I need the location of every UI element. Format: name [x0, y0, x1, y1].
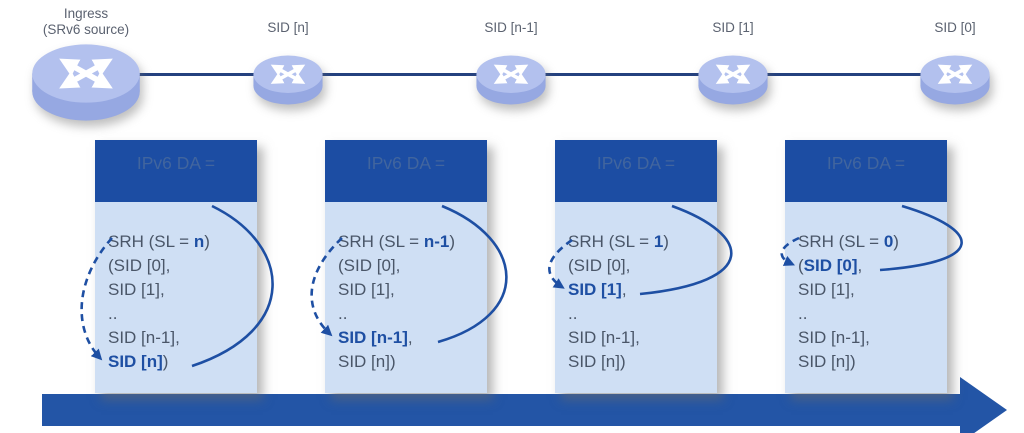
- packet-line: SID [n-1],: [798, 326, 941, 350]
- router-label-line: SID [n-1]: [484, 20, 538, 35]
- packet-line: SID [1],: [108, 278, 251, 302]
- packet-line: SID [1],: [798, 278, 941, 302]
- packet-line: SID [n]): [338, 350, 481, 374]
- router-icon: [252, 54, 324, 106]
- packet-line: SID [n]): [798, 350, 941, 374]
- packet-line: SID [n-1],: [108, 326, 251, 350]
- packet-text-segment: (: [798, 256, 804, 275]
- packet-text-segment: ..: [798, 304, 808, 323]
- packet-box: IPv6 DA = SRH (SL = 0)(SID [0],SID [1],.…: [785, 140, 947, 393]
- packet-line: SRH (SL = n-1): [338, 230, 481, 254]
- packet-line: ..: [338, 302, 481, 326]
- packet-text-segment: SRH (SL =: [568, 232, 654, 251]
- packet-line: ..: [798, 302, 941, 326]
- packet-line: SID [1],: [338, 278, 481, 302]
- packet-text-segment: ): [893, 232, 899, 251]
- router-label-line: (SRv6 source): [42, 22, 130, 37]
- active-sid-segment: SID [1]: [568, 280, 622, 299]
- router-icon: [475, 54, 547, 106]
- packet-text-segment: SRH (SL =: [798, 232, 884, 251]
- packet-text-segment: SID [n-1],: [798, 328, 870, 347]
- packet-line: (SID [0],: [338, 254, 481, 278]
- router-label: SID [n]: [203, 20, 373, 36]
- router-label: SID [1]: [648, 20, 818, 36]
- packet-text-segment: SID [1],: [108, 280, 165, 299]
- packet-line: SRH (SL = 1): [568, 230, 711, 254]
- packet-text-segment: ..: [338, 304, 348, 323]
- router-label: SID [0]: [870, 20, 1024, 36]
- packet-line: SRH (SL = n): [108, 230, 251, 254]
- ipv6-da-header: IPv6 DA =: [785, 140, 947, 202]
- flow-direction-arrow: [42, 394, 960, 426]
- packet-text-segment: ): [162, 352, 169, 371]
- packet-text-segment: SID [1],: [338, 280, 395, 299]
- packet-text-segment: ): [449, 232, 455, 251]
- active-sid-segment: n-1: [423, 232, 450, 251]
- packet-box: IPv6 DA = SRH (SL = n-1) (SID [0], SID [1]…: [325, 140, 487, 393]
- packet-text-segment: ..: [108, 304, 118, 323]
- router-label-line: SID [n]: [267, 20, 309, 35]
- packet-text-segment: SID [n]): [798, 352, 856, 371]
- packet-box: IPv6 DA = SRH (SL = n) (SID [0], SID [1],.…: [95, 140, 257, 393]
- packet-text-segment: (SID [0],: [108, 256, 171, 275]
- active-sid-segment: SID [n-1]: [338, 328, 408, 347]
- packet-line: SID [n]): [108, 350, 251, 374]
- router-label: Ingress(SRv6 source): [1, 6, 171, 38]
- packet-line: SID [n-1],: [568, 326, 711, 350]
- router-label: SID [n-1]: [426, 20, 596, 36]
- packet-line: (SID [0],: [108, 254, 251, 278]
- active-sid-segment: 0: [883, 232, 894, 251]
- active-sid-segment: n: [193, 232, 205, 251]
- packet-text-segment: SID [1],: [798, 280, 855, 299]
- ipv6-da-header: IPv6 DA =: [325, 140, 487, 202]
- router-icon: [919, 54, 991, 106]
- packet-text-segment: SRH (SL =: [108, 232, 194, 251]
- packet-line: SID [n]): [568, 350, 711, 374]
- packet-text-segment: ,: [407, 328, 413, 347]
- srh-contents: SRH (SL = 1) (SID [0], SID [1],.. SID [n-1]…: [555, 202, 717, 393]
- packet-text-segment: (SID [0],: [338, 256, 401, 275]
- active-sid-segment: SID [0]: [803, 256, 858, 275]
- packet-line: ..: [568, 302, 711, 326]
- router-label-line: SID [0]: [934, 20, 976, 35]
- router-label-line: Ingress: [63, 6, 109, 21]
- packet-line: SID [1],: [568, 278, 711, 302]
- packet-text-segment: ,: [621, 280, 627, 299]
- packet-line: (SID [0],: [798, 254, 941, 278]
- router-icon: [30, 42, 142, 123]
- packet-line: ..: [108, 302, 251, 326]
- packet-line: SRH (SL = 0): [798, 230, 941, 254]
- packet-text-segment: ,: [857, 256, 863, 275]
- srh-contents: SRH (SL = n) (SID [0], SID [1],.. SID [n-1]…: [95, 202, 257, 393]
- packet-text-segment: SID [n]): [338, 352, 396, 371]
- packet-box: IPv6 DA = SRH (SL = 1) (SID [0], SID [1],.…: [555, 140, 717, 393]
- packet-text-segment: ..: [568, 304, 578, 323]
- packet-text-segment: SRH (SL =: [338, 232, 424, 251]
- packet-text-segment: SID [n-1],: [568, 328, 640, 347]
- router-icon: [697, 54, 769, 106]
- packet-text-segment: (SID [0],: [568, 256, 631, 275]
- flow-direction-arrowhead: [960, 377, 1007, 433]
- router-label-line: SID [1]: [712, 20, 754, 35]
- packet-text-segment: ): [663, 232, 669, 251]
- srh-contents: SRH (SL = 0)(SID [0],SID [1],..SID [n-1]…: [785, 202, 947, 393]
- active-sid-segment: SID [n]: [108, 352, 163, 371]
- ipv6-da-header: IPv6 DA =: [555, 140, 717, 202]
- packet-text-segment: ): [204, 232, 210, 251]
- packet-text-segment: SID [n]): [568, 352, 626, 371]
- packet-text-segment: SID [n-1],: [108, 328, 180, 347]
- packet-line: (SID [0],: [568, 254, 711, 278]
- ipv6-da-header: IPv6 DA =: [95, 140, 257, 202]
- srh-contents: SRH (SL = n-1) (SID [0], SID [1],.. SID [n-…: [325, 202, 487, 393]
- packet-line: SID [n-1],: [338, 326, 481, 350]
- active-sid-segment: 1: [653, 232, 664, 251]
